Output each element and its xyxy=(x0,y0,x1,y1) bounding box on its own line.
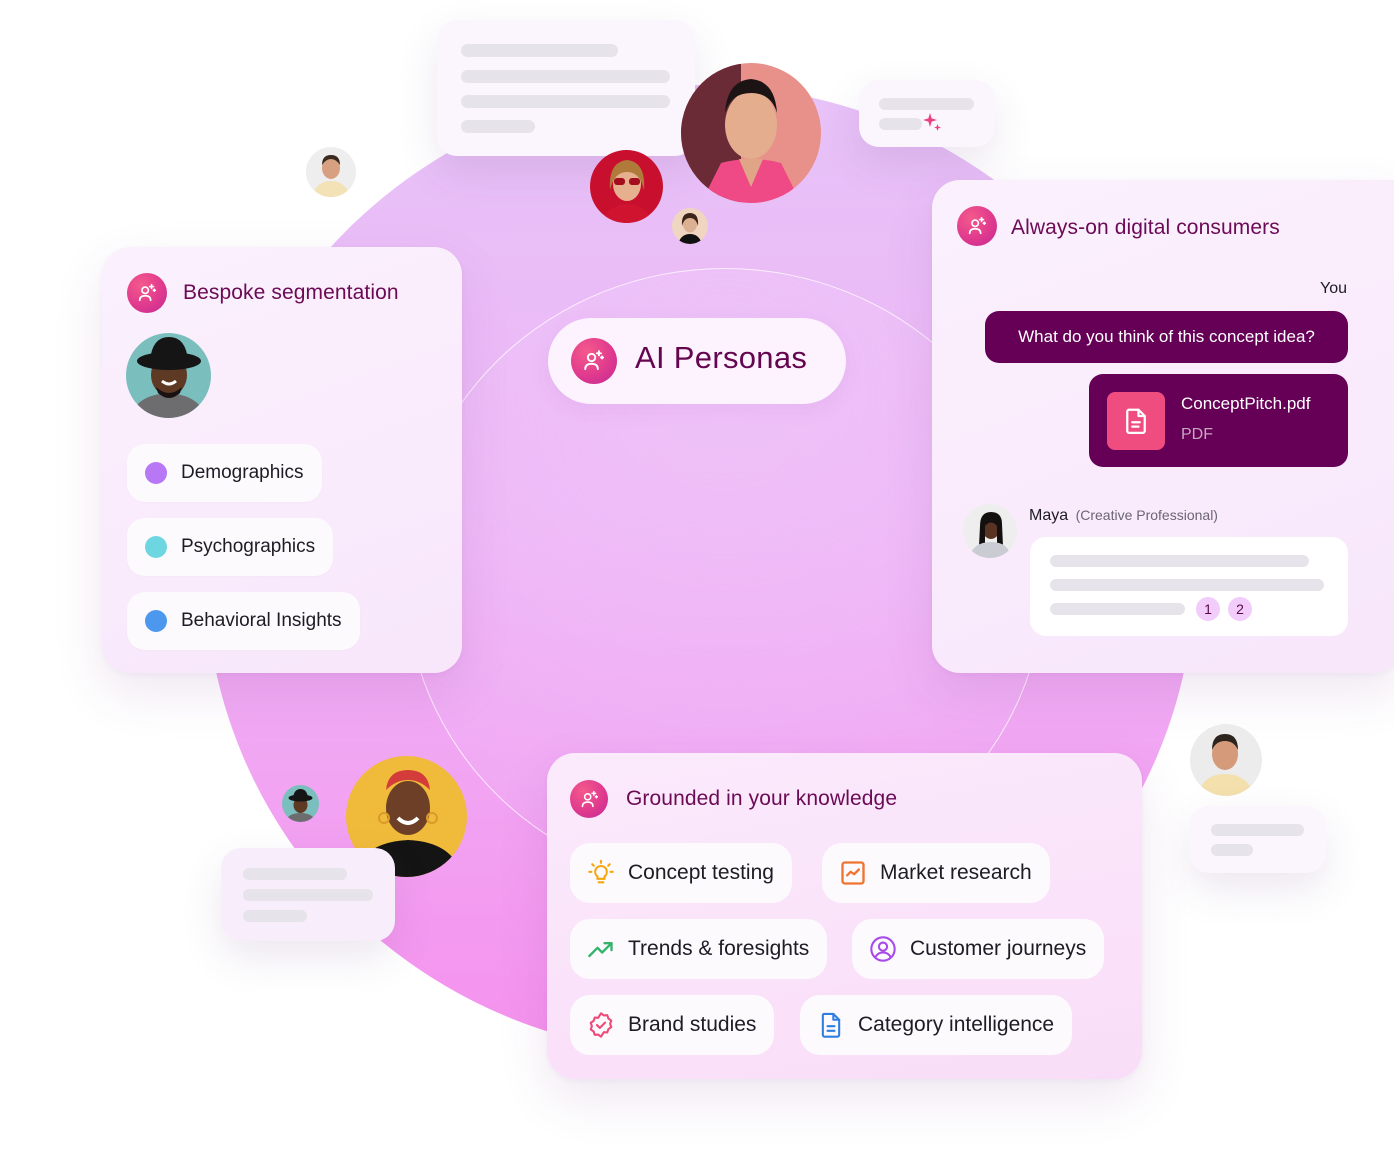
cyan-dot-icon xyxy=(145,536,167,558)
placeholder-bar xyxy=(1050,555,1309,567)
placeholder-card-top xyxy=(437,20,695,156)
avatar-woman-small-glasses xyxy=(672,208,708,244)
message-text: What do you think of this concept idea? xyxy=(1018,327,1315,346)
avatar-woman-red-glasses xyxy=(590,150,663,223)
segmentation-card: Bespoke segmentation Demographics Psycho… xyxy=(102,247,462,673)
placeholder-bar xyxy=(461,95,670,108)
citation-badge-2[interactable]: 2 xyxy=(1228,597,1252,621)
avatar-maya xyxy=(963,504,1017,558)
card-title: Bespoke segmentation xyxy=(183,281,399,304)
persona-sparkle-icon xyxy=(571,338,617,384)
placeholder-bar xyxy=(461,70,670,83)
blue-dot-icon xyxy=(145,610,167,632)
attachment-bubble[interactable]: ConceptPitch.pdf PDF xyxy=(1089,374,1348,467)
chip-label: Market research xyxy=(880,861,1032,884)
segment-chip-demographics[interactable]: Demographics xyxy=(127,444,322,502)
citation-badge-1[interactable]: 1 xyxy=(1196,597,1220,621)
persona-sparkle-icon xyxy=(957,206,997,246)
reply-bubble: 1 2 xyxy=(1030,537,1348,636)
avatar-woman-yellow-bg xyxy=(346,756,467,877)
trending-up-icon xyxy=(586,934,616,964)
user-message-bubble: What do you think of this concept idea? xyxy=(985,311,1348,363)
placeholder-bar xyxy=(1050,579,1324,591)
hero-title: AI Personas xyxy=(635,340,808,375)
sparkle-icon xyxy=(923,113,941,131)
avatar-woman-pink-blazer xyxy=(681,63,821,203)
badge-check-icon xyxy=(586,1010,616,1040)
placeholder-bar xyxy=(461,44,618,57)
avatar-man-black-hat xyxy=(126,333,211,418)
sender-label: You xyxy=(1320,280,1347,297)
placeholder-bar xyxy=(461,120,535,133)
attachment-type: PDF xyxy=(1181,426,1213,443)
placeholder-bar xyxy=(879,118,922,130)
placeholder-bar xyxy=(243,868,347,880)
card-title: Grounded in your knowledge xyxy=(626,787,898,810)
knowledge-chip-category-intelligence[interactable]: Category intelligence xyxy=(800,995,1073,1055)
placeholder-bar xyxy=(1211,824,1304,836)
ai-personas-pill[interactable]: AI Personas xyxy=(548,318,846,404)
reply-author: Maya (Creative Professional) xyxy=(1029,507,1218,525)
card-title: Always-on digital consumers xyxy=(1011,216,1280,239)
placeholder-card-left xyxy=(221,848,395,941)
chip-label: Concept testing xyxy=(628,861,774,884)
knowledge-chip-brand-studies[interactable]: Brand studies xyxy=(570,995,775,1055)
chip-label: Brand studies xyxy=(628,1013,757,1036)
chart-square-icon xyxy=(838,858,868,888)
persona-sparkle-icon xyxy=(127,273,167,313)
segment-chip-behavioral-insights[interactable]: Behavioral Insights xyxy=(127,592,360,650)
user-circle-icon xyxy=(868,934,898,964)
knowledge-chip-trends[interactable]: Trends & foresights xyxy=(570,919,828,979)
chip-label: Customer journeys xyxy=(910,937,1087,960)
placeholder-bar xyxy=(879,98,974,110)
chip-label: Category intelligence xyxy=(858,1013,1055,1036)
document-icon xyxy=(816,1010,846,1040)
knowledge-chip-market-research[interactable]: Market research xyxy=(822,843,1050,903)
persona-sparkle-icon xyxy=(570,780,608,818)
attachment-name: ConceptPitch.pdf xyxy=(1181,394,1311,413)
chip-label: Trends & foresights xyxy=(628,937,810,960)
knowledge-chip-customer-journeys[interactable]: Customer journeys xyxy=(852,919,1105,979)
avatar-man-black-hat-small xyxy=(282,785,319,822)
placeholder-bar xyxy=(1050,603,1185,615)
placeholder-bar xyxy=(243,889,373,901)
avatar-man-beige-shirt-right xyxy=(1190,724,1262,796)
purple-dot-icon xyxy=(145,462,167,484)
chip-label: Behavioral Insights xyxy=(181,610,342,631)
knowledge-card: Grounded in your knowledge Concept testi… xyxy=(547,753,1142,1079)
avatar-man-beige-shirt-left xyxy=(306,147,356,197)
segment-chip-psychographics[interactable]: Psychographics xyxy=(127,518,334,576)
placeholder-card-right xyxy=(1189,806,1326,873)
lightbulb-icon xyxy=(586,858,616,888)
reply-author-name: Maya xyxy=(1029,507,1069,524)
placeholder-bar xyxy=(243,910,307,922)
placeholder-bar xyxy=(1211,844,1253,856)
file-icon xyxy=(1107,392,1165,450)
knowledge-chip-concept-testing[interactable]: Concept testing xyxy=(570,843,792,903)
chip-label: Psychographics xyxy=(181,536,316,557)
reply-author-role: (Creative Professional) xyxy=(1075,507,1218,523)
chip-label: Demographics xyxy=(181,462,304,483)
placeholder-card-sparkle xyxy=(859,80,995,147)
